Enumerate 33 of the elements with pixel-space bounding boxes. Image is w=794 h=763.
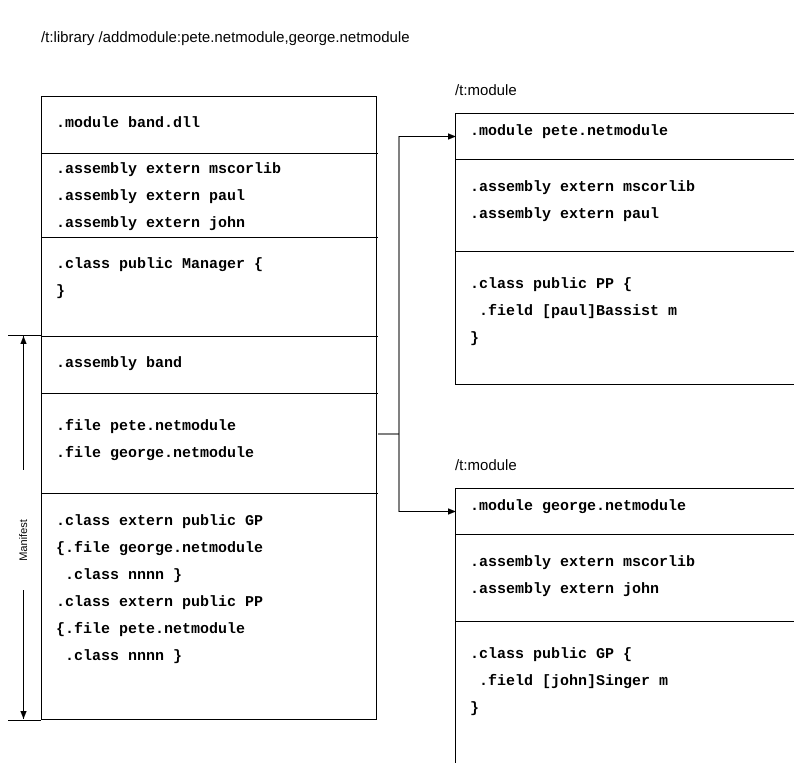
command-line-text: /t:library /addmodule:pete.netmodule,george.netmodule: [41, 29, 410, 46]
code-line: .assembly extern paul: [470, 205, 660, 225]
code-line: .module band.dll: [56, 114, 200, 134]
code-line: }: [470, 329, 480, 349]
code-line: .file pete.netmodule: [56, 417, 236, 437]
code-line: .assembly extern mscorlib: [470, 178, 696, 198]
code-line: .class extern public GP: [56, 512, 264, 532]
code-line: .module pete.netmodule: [470, 122, 668, 142]
code-line: .class nnnn }: [64, 647, 182, 667]
code-line: .class public GP {: [470, 645, 632, 665]
module-heading: /t:module: [455, 457, 517, 474]
code-line: .assembly extern john: [56, 214, 246, 234]
code-line: {.file pete.netmodule: [56, 620, 246, 640]
code-line: .assembly extern paul: [56, 187, 246, 207]
code-line: .field [paul]Bassist m: [478, 302, 678, 322]
code-line: {.file george.netmodule: [56, 539, 264, 559]
code-line: .assembly band: [56, 354, 182, 374]
code-line: .class extern public PP: [56, 593, 264, 613]
code-line: }: [56, 282, 66, 302]
code-line: .class public PP {: [470, 275, 632, 295]
code-line: .file george.netmodule: [56, 444, 254, 464]
code-line: .assembly extern john: [470, 580, 660, 600]
code-line: .assembly extern mscorlib: [56, 160, 282, 180]
code-line: .field [john]Singer m: [478, 672, 668, 692]
code-line: .module george.netmodule: [470, 497, 686, 517]
dimension-label: Manifest: [17, 518, 30, 563]
code-line: }: [470, 699, 480, 719]
module-heading: /t:module: [455, 82, 517, 99]
connector-arrow: [378, 434, 456, 515]
code-line: .assembly extern mscorlib: [470, 553, 696, 573]
code-line: .class public Manager {: [56, 255, 264, 275]
code-line: .class nnnn }: [64, 566, 182, 586]
assembly-box: [41, 96, 377, 720]
